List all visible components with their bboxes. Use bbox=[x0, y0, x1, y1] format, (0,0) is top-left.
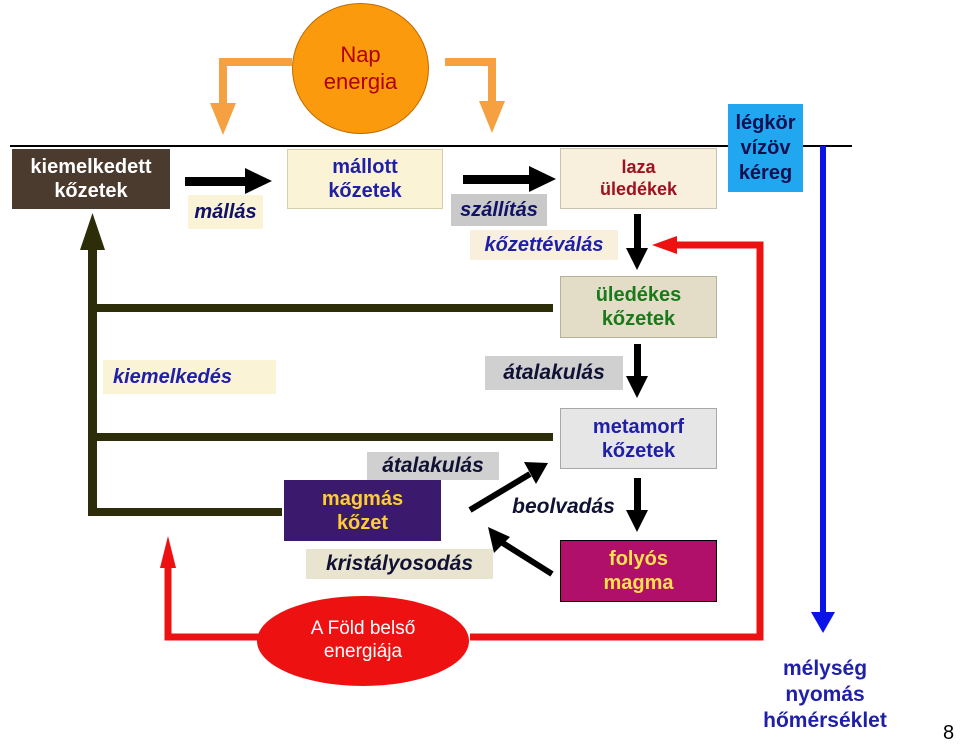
metamorphic-rocks-box: metamorf kőzetek bbox=[560, 408, 717, 469]
pressure-label: nyomás bbox=[785, 683, 865, 706]
sedimentary-rocks-line2: kőzetek bbox=[601, 308, 676, 330]
crystallization-arrow bbox=[488, 527, 554, 577]
sun-energy-arrow-right bbox=[445, 58, 496, 103]
metamorphism-down-arrow bbox=[626, 344, 648, 398]
weathered-rocks-box: mállott kőzetek bbox=[287, 149, 443, 209]
loose-sediments-line2: üledékek bbox=[599, 178, 678, 199]
metamorphic-rocks-line2: kőzetek bbox=[601, 439, 676, 462]
loose-sediments-box: laza üledékek bbox=[560, 148, 717, 209]
page-number: 8 bbox=[943, 722, 955, 744]
depth-label: mélység bbox=[782, 657, 868, 680]
sedimentary-rocks-box: üledékes kőzetek bbox=[560, 276, 717, 338]
uplift-label: kiemelkedés bbox=[103, 360, 276, 394]
lithification-arrow bbox=[626, 214, 648, 270]
liquid-magma-line2: magma bbox=[603, 572, 674, 594]
uplift-lines bbox=[94, 304, 553, 516]
sun-energy-arrow-left-head bbox=[210, 103, 236, 135]
spheres-box: légkör vízöv kéreg bbox=[728, 104, 803, 192]
melting-arrow bbox=[626, 478, 648, 532]
melting-label: beolvadás bbox=[506, 492, 621, 522]
transport-label: szállítás bbox=[451, 194, 547, 226]
sedimentary-rocks-line1: üledékes bbox=[595, 284, 682, 306]
sun-energy-arrow-left bbox=[219, 58, 292, 105]
metamorphism-diagonal-arrow bbox=[468, 462, 548, 513]
uplift-arrow bbox=[80, 213, 105, 516]
transport-arrow bbox=[463, 166, 556, 192]
internal-energy-arrow-head-up bbox=[160, 536, 176, 568]
sun-label-line2: energia bbox=[323, 68, 398, 94]
earth-internal-energy-ellipse: A Föld belső energiája bbox=[257, 596, 469, 686]
uplifted-rocks-box: kiemelkedett kőzetek bbox=[12, 149, 170, 209]
depth-arrow bbox=[811, 146, 835, 633]
crystallization-label: kristályosodás bbox=[306, 549, 493, 579]
weathering-arrow bbox=[185, 168, 272, 194]
earth-energy-line2: energiája bbox=[323, 641, 403, 662]
weathering-label: mállás bbox=[188, 195, 263, 229]
internal-energy-arrow-head-left bbox=[652, 236, 677, 254]
lithification-label: kőzettéválás bbox=[470, 230, 618, 260]
spheres-line1: légkör bbox=[735, 111, 796, 134]
igneous-rock-line1: magmás bbox=[321, 487, 404, 510]
sun-label-line1: Nap bbox=[340, 42, 381, 68]
metamorphism-right-label: átalakulás bbox=[485, 356, 623, 390]
igneous-rock-line2: kőzet bbox=[336, 511, 389, 534]
depth-axis-labels: mélység nyomás hőmérséklet bbox=[745, 656, 905, 734]
sun-energy-arrow-right-head bbox=[479, 101, 505, 133]
temperature-label: hőmérséklet bbox=[763, 709, 887, 732]
spheres-line3: kéreg bbox=[738, 161, 793, 184]
weathered-rocks-line1: mállott bbox=[332, 156, 398, 178]
liquid-magma-box: folyós magma bbox=[560, 540, 717, 602]
liquid-magma-line1: folyós bbox=[609, 548, 668, 570]
uplifted-rocks-line1: kiemelkedett bbox=[30, 156, 152, 178]
earth-energy-line1: A Föld belső bbox=[310, 618, 416, 640]
metamorphism-left-label: átalakulás bbox=[367, 452, 499, 480]
internal-energy-arrows bbox=[164, 241, 764, 641]
sun-energy-circle: Nap energia bbox=[292, 3, 429, 134]
weathered-rocks-line2: kőzetek bbox=[328, 180, 402, 202]
spheres-line2: vízöv bbox=[740, 136, 791, 159]
igneous-rock-box: magmás kőzet bbox=[284, 480, 441, 541]
uplifted-rocks-line2: kőzetek bbox=[54, 180, 128, 202]
loose-sediments-line1: laza bbox=[621, 156, 656, 177]
metamorphic-rocks-line1: metamorf bbox=[592, 415, 685, 438]
